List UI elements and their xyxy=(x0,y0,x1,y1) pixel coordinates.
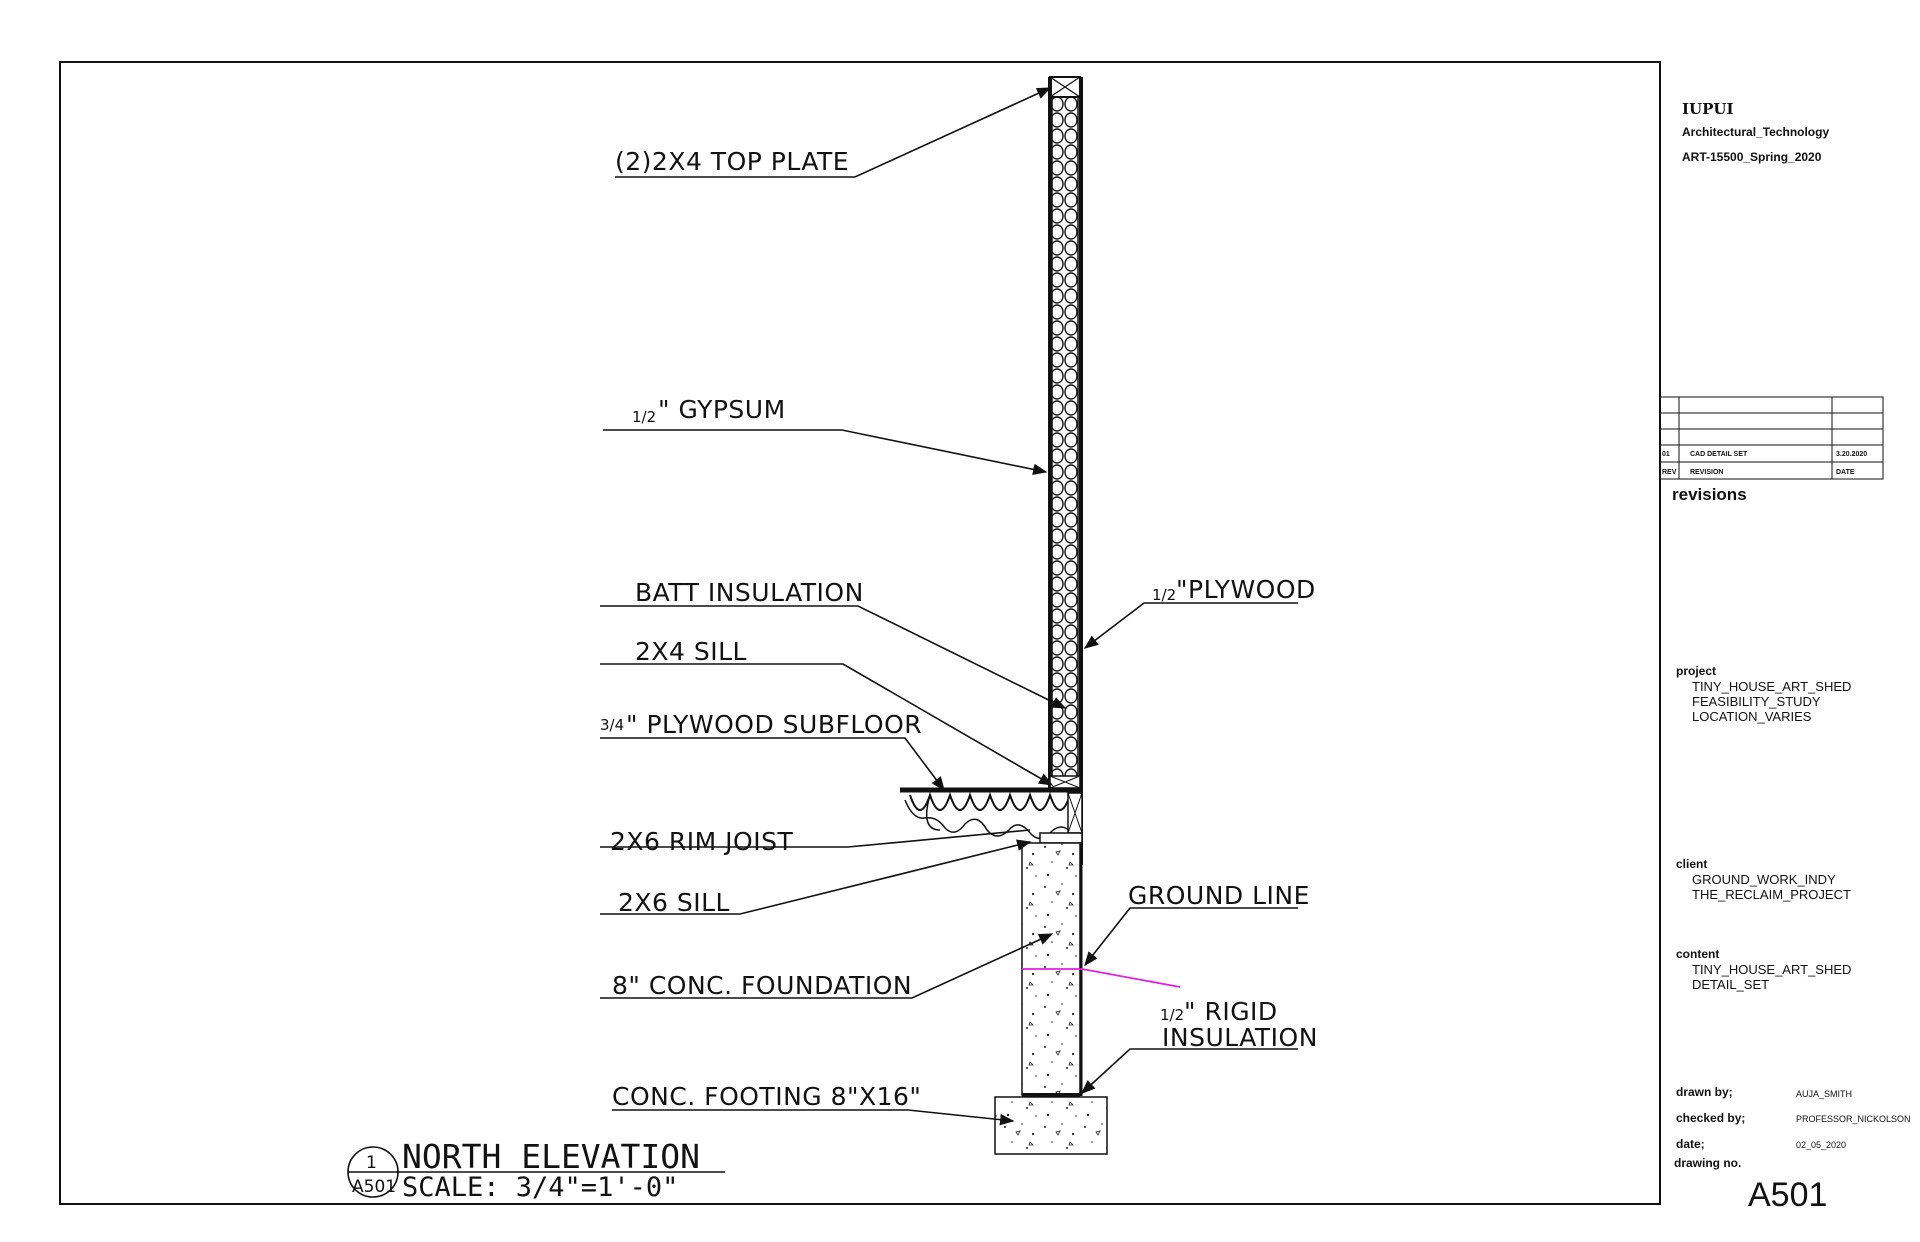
drawing-border xyxy=(59,61,1661,1205)
callout-2x4-sill: 2X4 SILL xyxy=(635,637,747,666)
drawing-title: 1 A501 NORTH ELEVATION SCALE: 3/4"=1'-0" xyxy=(347,1137,725,1203)
sill-2x6 xyxy=(1039,832,1083,844)
client-line-2: THE_RECLAIM_PROJECT xyxy=(1692,887,1851,902)
callout-plywood: "PLYWOOD xyxy=(1176,575,1316,604)
title-block: IUPUI Architectural_Technology ART-15500… xyxy=(1659,100,1911,1214)
project-line-2: FEASIBILITY_STUDY xyxy=(1692,694,1821,709)
bubble-sheet: A501 xyxy=(352,1177,396,1197)
project-label: project xyxy=(1676,664,1716,678)
client-label: client xyxy=(1676,857,1707,871)
school-name: IUPUI xyxy=(1682,100,1733,118)
callout-gypsum: " GYPSUM xyxy=(658,395,786,424)
revision-header-no: REV xyxy=(1662,469,1677,476)
callout-subfloor-fraction: 3/4 xyxy=(600,716,624,734)
callout-subfloor: " PLYWOOD SUBFLOOR xyxy=(626,710,922,739)
concrete-footing xyxy=(994,1096,1108,1155)
floor-insulation xyxy=(904,791,1083,840)
department: Architectural_Technology xyxy=(1682,125,1829,139)
wall-section xyxy=(900,76,1181,1155)
checked-by-label: checked by; xyxy=(1676,1111,1745,1125)
content-line-2: DETAIL_SET xyxy=(1692,977,1769,992)
bubble-number: 1 xyxy=(366,1153,377,1173)
drawn-by-value: AUJA_SMITH xyxy=(1796,1089,1852,1099)
drawing-no-label: drawing no. xyxy=(1674,1156,1741,1170)
callout-foundation: 8" CONC. FOUNDATION xyxy=(612,971,912,1000)
callout-batt-insulation: BATT INSULATION xyxy=(635,578,864,607)
course: ART-15500_Spring_2020 xyxy=(1682,150,1822,164)
callout-plywood-fraction: 1/2 xyxy=(1152,586,1176,604)
date-label: date; xyxy=(1676,1137,1705,1151)
revisions-table xyxy=(1659,396,1884,480)
content-line-1: TINY_HOUSE_ART_SHED xyxy=(1692,962,1851,977)
wall-batt-insulation xyxy=(1051,96,1079,785)
client-line-1: GROUND_WORK_INDY xyxy=(1692,872,1836,887)
revision-header-desc: REVISION xyxy=(1690,469,1723,476)
revision-header-date: DATE xyxy=(1836,469,1855,476)
callout-rim-joist: 2X6 RIM JOIST xyxy=(610,827,793,856)
callout-ground-line: GROUND LINE xyxy=(1128,881,1310,910)
callout-footing: CONC. FOOTING 8"X16" xyxy=(612,1082,921,1111)
date-value: 02_05_2020 xyxy=(1796,1140,1846,1150)
ground-line xyxy=(1022,968,1181,988)
project-line-1: TINY_HOUSE_ART_SHED xyxy=(1692,679,1851,694)
callout-2x6-sill: 2X6 SILL xyxy=(618,888,730,917)
revision-description: CAD DETAIL SET xyxy=(1690,451,1748,458)
callout-rigid-insulation: INSULATION xyxy=(1162,1023,1318,1052)
revisions-label: revisions xyxy=(1672,485,1747,504)
project-line-3: LOCATION_VARIES xyxy=(1692,709,1812,724)
revision-number: 01 xyxy=(1662,451,1670,458)
drawing-number: A501 xyxy=(1748,1176,1827,1214)
callout-rigid-fraction: 1/2 xyxy=(1160,1006,1184,1024)
content-label: content xyxy=(1676,947,1719,961)
callout-gypsum-fraction: 1/2 xyxy=(632,408,656,426)
callout-rigid: " RIGID xyxy=(1184,997,1278,1026)
revision-date: 3.20.2020 xyxy=(1836,451,1867,458)
drawing-name: NORTH ELEVATION xyxy=(402,1137,700,1176)
leader-lines xyxy=(600,87,1298,1126)
callout-labels: (2)2X4 TOP PLATE 1/2 " GYPSUM BATT INSUL… xyxy=(600,147,1318,1111)
checked-by-value: PROFESSOR_NICKOLSON xyxy=(1796,1114,1911,1124)
callout-top-plate: (2)2X4 TOP PLATE xyxy=(615,147,849,176)
drawn-by-label: drawn by; xyxy=(1676,1085,1733,1099)
drawing-scale: SCALE: 3/4"=1'-0" xyxy=(402,1172,678,1203)
